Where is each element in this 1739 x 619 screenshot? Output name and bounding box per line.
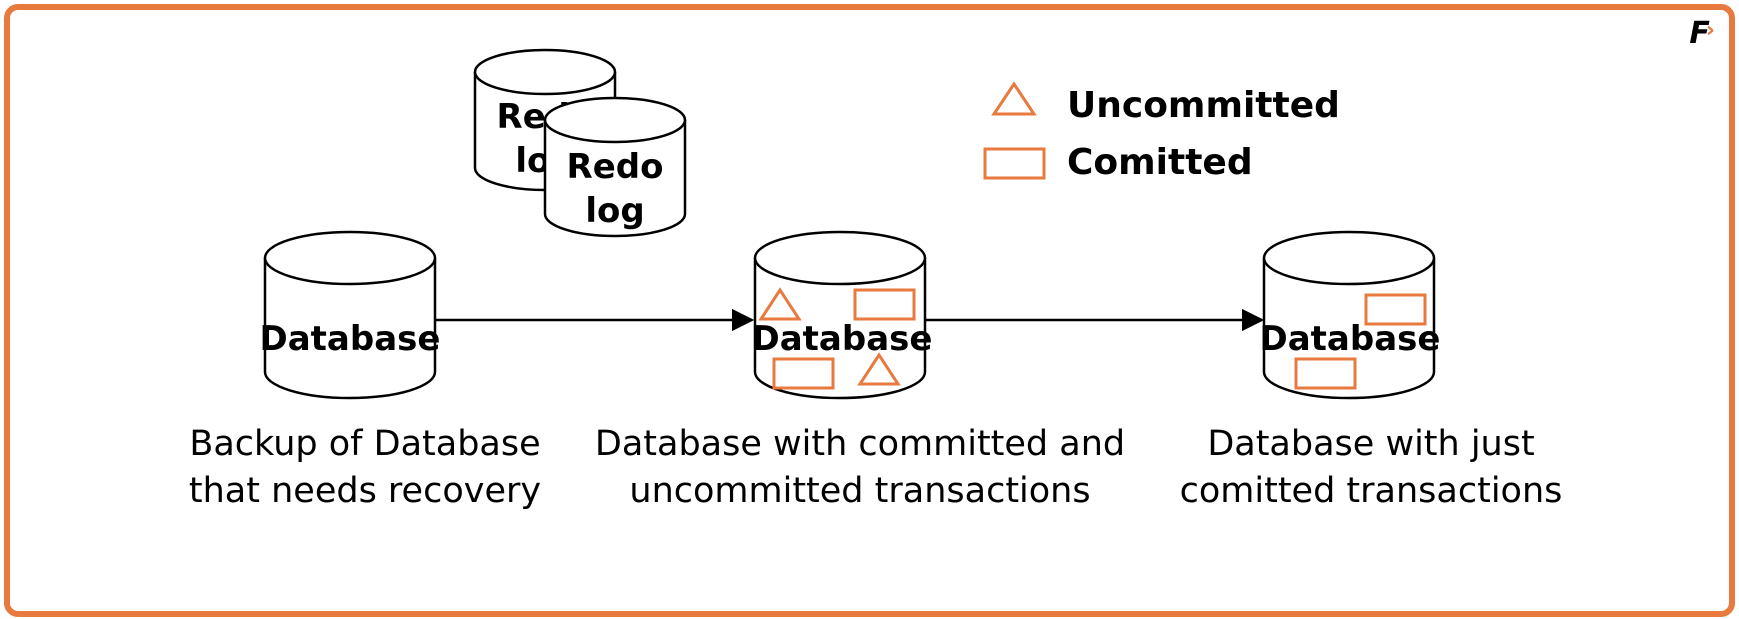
database-mixed-transactions: Database: [752, 230, 933, 400]
caption-committed-line2: comitted transactions: [1180, 471, 1563, 511]
redo-log-front-line1: Redo: [567, 147, 664, 187]
committed-rect-icon: [1364, 293, 1427, 326]
legend-committed-rect-icon: [983, 147, 1046, 180]
uncommitted-triangle-icon: [758, 287, 802, 321]
legend-uncommitted-label: Uncommitted: [1067, 85, 1340, 126]
legend: Uncommitted Comitted: [983, 81, 1340, 183]
caption-mixed-line2: uncommitted transactions: [629, 471, 1090, 511]
committed-rect-icon: [1294, 357, 1357, 390]
caption-mixed-line1: Database with committed and: [595, 424, 1125, 464]
redo-log-front: Redo log: [543, 96, 687, 238]
database-committed-label: Database: [1260, 319, 1441, 359]
database-backup-label: Database: [260, 319, 441, 359]
database-mixed-label: Database: [752, 319, 933, 359]
legend-uncommitted-triangle-icon: [991, 81, 1037, 116]
caption-backup-line2: that needs recovery: [189, 471, 541, 511]
diagram-frame: [4, 4, 1735, 617]
logo-letter: F: [1689, 16, 1710, 51]
brand-logo: F›: [1689, 16, 1719, 51]
caption-backup-line1: Backup of Database: [189, 424, 540, 464]
redo-log-front-line2: log: [585, 191, 644, 231]
logo-arrow-icon: ›: [1705, 18, 1715, 43]
uncommitted-triangle-icon: [857, 352, 901, 386]
database-backup: Database: [260, 230, 441, 400]
legend-committed-label: Comitted: [1067, 142, 1253, 183]
caption-committed-line1: Database with just: [1207, 424, 1534, 464]
committed-rect-icon: [772, 357, 835, 390]
committed-rect-icon: [853, 288, 916, 321]
database-committed-only: Database: [1260, 230, 1441, 400]
